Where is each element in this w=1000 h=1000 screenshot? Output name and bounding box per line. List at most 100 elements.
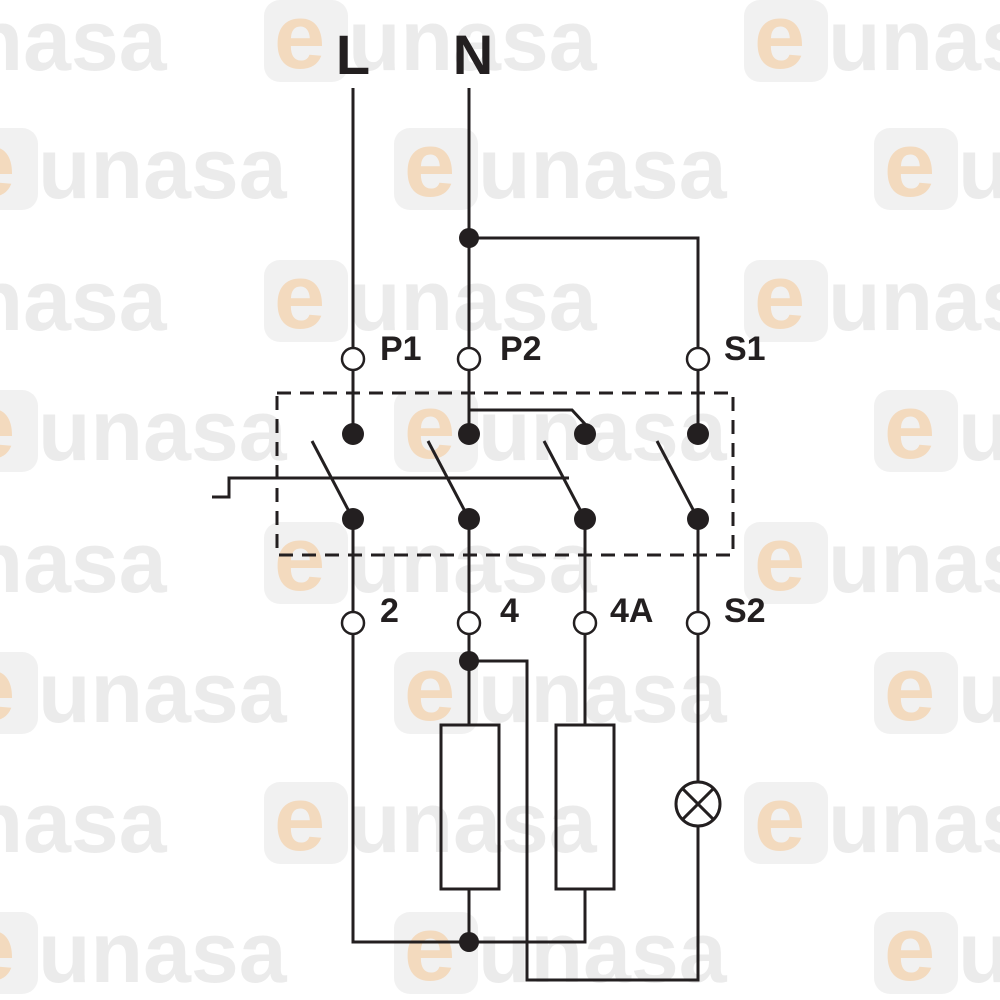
watermark-e-badge xyxy=(874,652,958,734)
watermark-word: unasa xyxy=(38,645,288,741)
watermark-word: unasa xyxy=(828,253,1000,349)
wire-heater2-bottom xyxy=(469,889,587,944)
watermark-word: unasa xyxy=(348,515,598,611)
watermark-word: unasa xyxy=(958,905,1000,1000)
blade-1 xyxy=(310,440,355,520)
watermark-word: unasa xyxy=(958,121,1000,217)
watermark-e-glyph: e xyxy=(404,638,455,740)
watermark-e-badge xyxy=(0,652,38,734)
watermark-e-glyph: e xyxy=(404,376,455,478)
watermark-e-glyph: e xyxy=(754,0,805,88)
contact-upper-3 xyxy=(574,423,596,445)
watermark-e-badge xyxy=(264,782,348,864)
terminal-p2 xyxy=(456,346,482,372)
terminal-4a xyxy=(572,610,598,636)
watermark-e-glyph: e xyxy=(274,508,325,610)
wire-2-to-common xyxy=(351,634,469,944)
watermark-e-glyph: e xyxy=(884,898,935,1000)
label-4a: 4A xyxy=(610,592,653,630)
label-n: N xyxy=(453,23,493,86)
label-p1: P1 xyxy=(380,330,422,368)
watermark-e-badge xyxy=(394,652,478,734)
label-p2: P2 xyxy=(500,330,542,368)
watermark-e-badge xyxy=(0,912,38,994)
watermark-e-glyph: e xyxy=(0,898,15,1000)
watermark-e-glyph: e xyxy=(884,114,935,216)
watermark-e-badge xyxy=(744,782,828,864)
watermark-e-badge xyxy=(264,0,348,82)
watermark-word: unasa xyxy=(0,515,168,611)
watermark-e-badge xyxy=(264,260,348,342)
contact-upper-1 xyxy=(342,423,364,445)
contact-upper-2 xyxy=(458,423,480,445)
label-s2: S2 xyxy=(724,592,766,630)
watermark-e-glyph: e xyxy=(274,0,325,88)
watermark-word: unasa xyxy=(828,775,1000,871)
watermark-e-badge xyxy=(744,0,828,82)
label-s1: S1 xyxy=(724,330,766,368)
watermark-e-glyph: e xyxy=(0,638,15,740)
watermark-word: unasa xyxy=(348,775,598,871)
watermark-e-badge xyxy=(394,390,478,472)
watermark-word: unasa xyxy=(0,775,168,871)
watermark-e-badge xyxy=(874,912,958,994)
watermark-e-badge xyxy=(744,522,828,604)
watermark-e-badge xyxy=(394,912,478,994)
watermark-word: unasa xyxy=(478,121,728,217)
watermark-e-badge xyxy=(264,522,348,604)
terminal-p1 xyxy=(340,346,366,372)
label-l: L xyxy=(336,23,370,86)
switch-housing xyxy=(275,391,735,557)
watermark-e-glyph: e xyxy=(404,114,455,216)
terminal-2 xyxy=(340,610,366,636)
label-2: 2 xyxy=(380,592,399,630)
watermark-word: unasa xyxy=(478,645,728,741)
junction-n xyxy=(459,228,479,248)
watermark-e-badge xyxy=(394,128,478,210)
watermark-e-badge xyxy=(0,128,38,210)
blade-2 xyxy=(426,440,471,520)
watermark-word: unasa xyxy=(38,121,288,217)
label-4: 4 xyxy=(500,592,519,630)
bridge-p2-contact3 xyxy=(469,408,587,426)
watermark-e-glyph: e xyxy=(274,768,325,870)
watermark-e-badge xyxy=(0,390,38,472)
watermark-word: unasa xyxy=(828,0,1000,89)
contact-upper-4 xyxy=(687,423,709,445)
blade-3 xyxy=(542,440,587,520)
watermark-word: unasa xyxy=(0,0,168,89)
watermark-e-glyph: e xyxy=(754,508,805,610)
watermark-word: unasa xyxy=(828,515,1000,611)
heater-element-1 xyxy=(439,723,501,891)
terminal-s1 xyxy=(685,346,711,372)
watermark-word: unasa xyxy=(958,645,1000,741)
watermark-word: unasa xyxy=(958,383,1000,479)
watermark-e-glyph: e xyxy=(404,898,455,1000)
watermark-e-glyph: e xyxy=(274,246,325,348)
pilot-lamp-icon xyxy=(674,780,722,828)
watermark-word: unasa xyxy=(478,905,728,1000)
watermark-e-glyph: e xyxy=(754,768,805,870)
terminal-s2 xyxy=(685,610,711,636)
watermark-e-badge xyxy=(874,390,958,472)
watermark-e-glyph: e xyxy=(0,114,15,216)
watermark-word: unasa xyxy=(38,383,288,479)
terminal-4 xyxy=(456,610,482,636)
watermark-word: unasa xyxy=(478,383,728,479)
watermark-e-glyph: e xyxy=(884,376,935,478)
watermark-word: unasa xyxy=(38,905,288,1000)
blade-4 xyxy=(655,440,700,520)
wire-4-crossover xyxy=(469,659,700,982)
junction-common xyxy=(459,932,479,952)
watermark-word: unasa xyxy=(348,253,598,349)
watermark-e-badge xyxy=(744,260,828,342)
junction-4 xyxy=(459,651,479,671)
watermark-word: unasa xyxy=(348,0,598,89)
wire-n-to-s1 xyxy=(469,236,700,348)
watermark-word: unasa xyxy=(0,253,168,349)
watermark-e-glyph: e xyxy=(884,638,935,740)
watermark-e-badge xyxy=(874,128,958,210)
actuator-rod xyxy=(212,476,569,499)
